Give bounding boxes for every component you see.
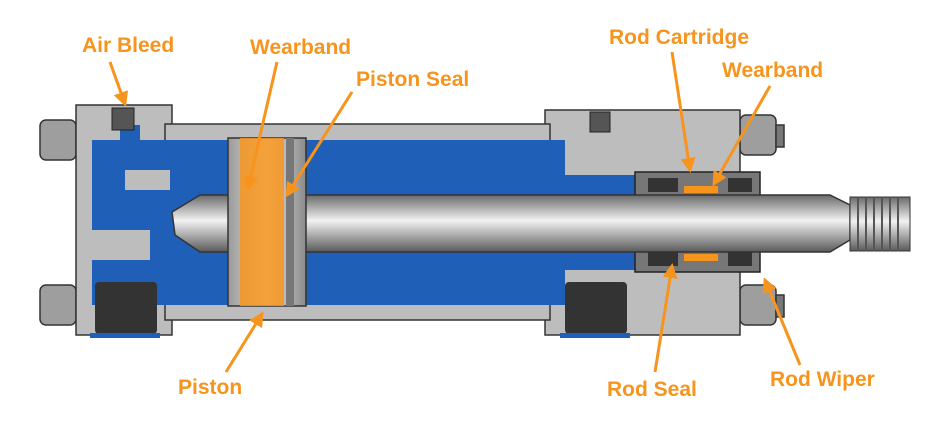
- label-air-bleed: Air Bleed: [82, 34, 175, 57]
- port-left: [95, 282, 157, 334]
- label-rod-seal: Rod Seal: [607, 378, 697, 401]
- label-wearband-rod: Wearband: [722, 59, 824, 82]
- port-right: [565, 282, 627, 334]
- piston-rod: [171, 194, 851, 253]
- piston-wearband: [240, 138, 284, 306]
- label-piston-seal: Piston Seal: [356, 68, 470, 91]
- label-rod-wiper: Rod Wiper: [770, 368, 875, 391]
- leader-arrows: [108, 51, 802, 373]
- rod-thread: [849, 196, 911, 252]
- label-piston: Piston: [178, 376, 243, 399]
- label-wearband-piston: Wearband: [250, 36, 352, 59]
- label-rod-cartridge: Rod Cartridge: [609, 26, 750, 49]
- air-bleed-screw: [111, 107, 135, 131]
- rod-wearband: [684, 186, 718, 193]
- piston-seal: [286, 138, 294, 306]
- piston: [227, 137, 307, 307]
